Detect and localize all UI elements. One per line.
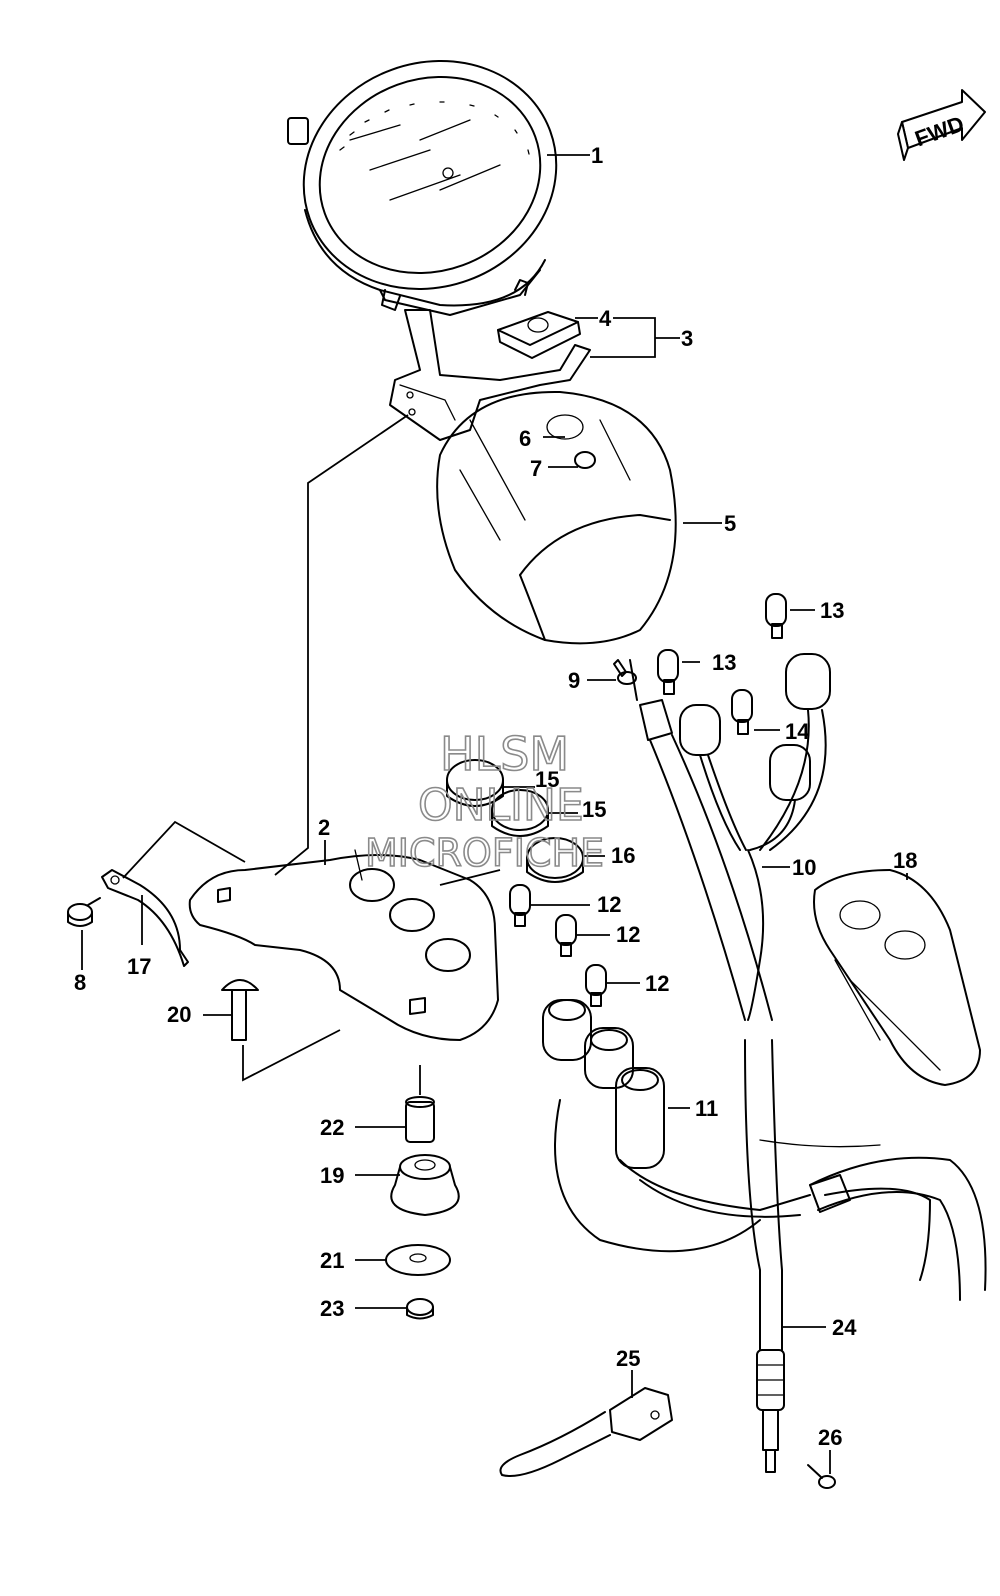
callout-5: 5 bbox=[724, 511, 736, 536]
callout-14: 14 bbox=[785, 719, 810, 744]
watermark-line-1: HLSM bbox=[440, 727, 569, 781]
callout-24: 24 bbox=[832, 1315, 857, 1340]
nut-part bbox=[406, 1298, 434, 1320]
callout-3: 3 bbox=[681, 326, 693, 351]
indicator-panel-part bbox=[188, 849, 499, 1041]
callout-1: 1 bbox=[591, 143, 603, 168]
bulb-part bbox=[657, 593, 787, 735]
watermark-line-2: ONLINE bbox=[418, 780, 584, 831]
callout-11: 11 bbox=[695, 1096, 718, 1121]
callout-15-a: 15 bbox=[535, 767, 559, 792]
leader-lines bbox=[81, 154, 908, 1474]
screw-part bbox=[613, 659, 637, 685]
callout-12-b: 12 bbox=[616, 922, 640, 947]
stay-part bbox=[101, 869, 189, 967]
callout-22: 22 bbox=[320, 1115, 344, 1140]
cushion-part bbox=[497, 311, 581, 359]
panel-bolt-part bbox=[221, 979, 259, 1041]
bolt-part bbox=[67, 897, 101, 927]
callout-25: 25 bbox=[616, 1346, 640, 1371]
watermark-line-3: MICROFICHE bbox=[365, 831, 604, 875]
callout-23: 23 bbox=[320, 1296, 344, 1321]
washer-part bbox=[385, 1244, 451, 1276]
meter-housing-part bbox=[436, 390, 677, 645]
callout-labels: 1 2 3 4 5 6 7 8 9 10 11 12 12 12 13 13 1… bbox=[74, 143, 917, 1450]
callout-20: 20 bbox=[167, 1002, 191, 1027]
cable-clamp-part bbox=[499, 1387, 673, 1477]
callout-12-a: 12 bbox=[597, 892, 621, 917]
small-screw-part bbox=[807, 1464, 836, 1489]
callout-26: 26 bbox=[818, 1425, 842, 1450]
callout-8: 8 bbox=[74, 970, 86, 995]
socket-harness-part bbox=[679, 653, 831, 1021]
speedometer-assembly bbox=[287, 60, 558, 316]
callout-18: 18 bbox=[893, 848, 917, 873]
speedometer-cable-part bbox=[629, 659, 785, 1473]
lower-harness-part bbox=[542, 999, 987, 1301]
callout-17: 17 bbox=[127, 954, 151, 979]
bulb-part bbox=[509, 884, 607, 1007]
collar-part bbox=[405, 1096, 435, 1143]
callout-19: 19 bbox=[320, 1163, 344, 1188]
callout-13-b: 13 bbox=[712, 650, 736, 675]
callout-15-b: 15 bbox=[582, 797, 606, 822]
watermark: HLSM ONLINE MICROFICHE bbox=[364, 726, 605, 876]
callout-4: 4 bbox=[599, 306, 612, 331]
fwd-arrow-icon: FWD bbox=[897, 89, 986, 161]
callout-12-c: 12 bbox=[645, 971, 669, 996]
callout-13-a: 13 bbox=[820, 598, 844, 623]
callout-21: 21 bbox=[320, 1248, 344, 1273]
callout-16: 16 bbox=[611, 843, 635, 868]
callout-6: 6 bbox=[519, 426, 531, 451]
callout-2: 2 bbox=[318, 815, 330, 840]
grommet-part bbox=[390, 1154, 460, 1216]
indicator-holder-part bbox=[813, 869, 981, 1086]
callout-10: 10 bbox=[792, 855, 816, 880]
lens-cap-part bbox=[446, 759, 584, 883]
callout-9: 9 bbox=[568, 668, 580, 693]
bracket-part bbox=[389, 309, 591, 441]
callout-7: 7 bbox=[530, 456, 542, 481]
